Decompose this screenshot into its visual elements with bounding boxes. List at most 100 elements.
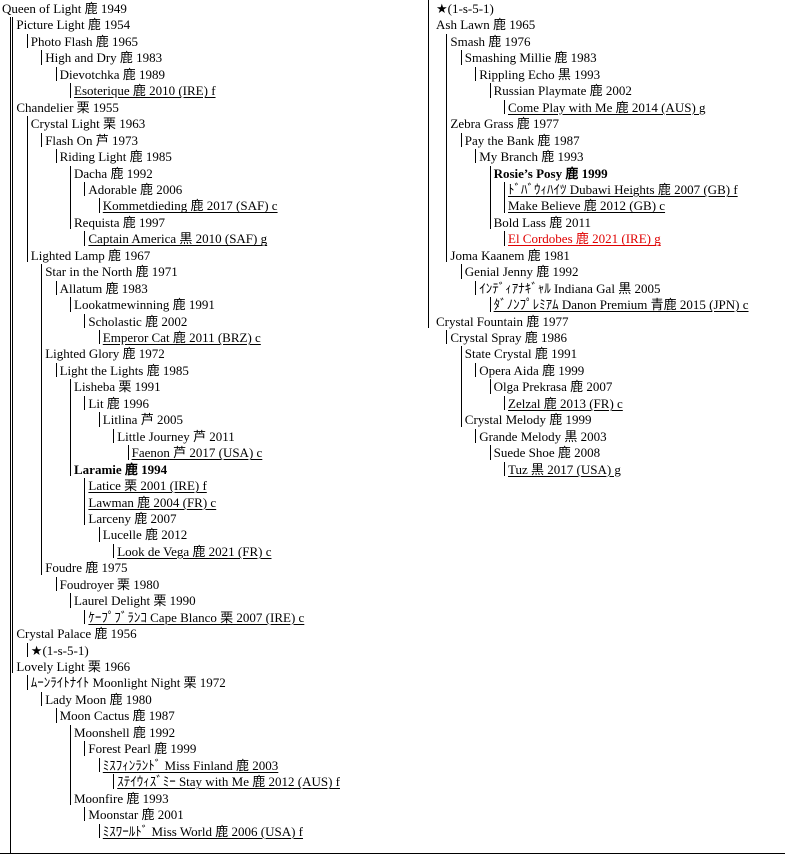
tree-branch-line	[70, 165, 71, 230]
tree-branch-line	[98, 412, 100, 427]
pedigree-entry: Genial Jenny 鹿 1992	[464, 264, 579, 280]
pedigree-entry: Larceny 鹿 2007	[88, 510, 177, 526]
tree-branch-line	[70, 724, 71, 806]
tree-branch-line	[98, 198, 100, 213]
tree-branch-line	[84, 609, 86, 625]
tree-branch-line	[98, 527, 100, 542]
pedigree-entry: Crystal Fountain 鹿 1977	[436, 313, 569, 329]
tree-branch-line	[41, 50, 43, 65]
tree-branch-line	[504, 461, 505, 477]
tree-branch-line	[41, 691, 43, 707]
pedigree-entry: El Cordobes 鹿 2021 (IRE) g	[508, 231, 661, 247]
pedigree-entry: Queen of Light 鹿 1949	[2, 1, 127, 16]
pedigree-entry: Olga Prekrasa 鹿 2007	[493, 379, 613, 395]
tree-branch-line	[70, 83, 71, 98]
pedigree-entry: Scholastic 鹿 2002	[88, 313, 188, 329]
pedigree-entry: Dievotchka 鹿 1989	[59, 66, 166, 82]
pedigree-entry: High and Dry 鹿 1983	[45, 50, 163, 66]
tree-branch-line	[446, 330, 448, 345]
pedigree-entry: Ash Lawn 鹿 1965	[436, 17, 536, 33]
tree-branch-line	[113, 774, 115, 789]
left-column-root-line	[10, 17, 11, 853]
tree-branch-line	[475, 66, 477, 82]
tree-branch-line	[113, 428, 115, 444]
tree-branch-line	[460, 132, 462, 148]
pedigree-entry: Lovely Light 栗 1966	[16, 659, 131, 674]
pedigree-entry: Smash 鹿 1976	[450, 33, 531, 49]
tree-branch-line	[70, 379, 71, 477]
pedigree-entry: ★(1-s-5-1)	[436, 1, 494, 16]
tree-branch-line	[55, 280, 57, 296]
pedigree-entry: Requista 鹿 1997	[74, 214, 165, 230]
tree-branch-line	[84, 181, 86, 197]
tree-branch-line	[84, 478, 86, 526]
pedigree-entry: Laramie 鹿 1994	[74, 461, 168, 477]
pedigree-entry: Adorable 鹿 2006	[88, 181, 183, 197]
pedigree-entry: Latice 栗 2001 (IRE) f	[88, 478, 207, 494]
pedigree-entry: ★(1-s-5-1)	[30, 642, 89, 658]
pedigree-entry: Suede Shoe 鹿 2008	[493, 445, 601, 461]
pedigree-entry: Come Play with Me 鹿 2014 (AUS) g	[508, 99, 706, 115]
pedigree-entry: ﾄﾞﾊﾞｳｨﾊｲﾂ Dubawi Heights 鹿 2007 (GB) f	[508, 181, 738, 197]
pedigree-entry: Smashing Millie 鹿 1983	[464, 50, 597, 66]
pedigree-entry: Joma Kaanem 鹿 1981	[450, 247, 570, 263]
pedigree-entry: Tuz 黒 2017 (USA) g	[508, 461, 621, 477]
pedigree-entry: Moonshell 鹿 1992	[74, 724, 176, 740]
pedigree-entry: Faenon 芦 2017 (USA) c	[131, 445, 263, 461]
tree-branch-line	[460, 264, 462, 279]
pedigree-entry: Rosie’s Posy 鹿 1999	[493, 165, 608, 181]
tree-branch-line	[55, 576, 57, 592]
pedigree-entry: Captain America 黒 2010 (SAF) g	[88, 231, 268, 247]
pedigree-entry: ｹｰﾌﾟﾌﾞﾗﾝｺ Cape Blanco 栗 2007 (IRE) c	[88, 609, 305, 625]
pedigree-entry: Photo Flash 鹿 1965	[30, 33, 139, 49]
pedigree-entry: Lisheba 栗 1991	[74, 379, 161, 395]
tree-branch-line	[489, 83, 491, 98]
pedigree-entry: Lookatmewinning 鹿 1991	[74, 297, 215, 313]
tree-branch-line	[504, 395, 505, 411]
pedigree-entry: Foudroyer 栗 1980	[59, 576, 160, 592]
tree-branch-line	[98, 823, 100, 838]
tree-branch-line	[84, 231, 86, 246]
pedigree-entry: Zelzal 鹿 2013 (FR) c	[508, 395, 623, 411]
tree-branch-line	[113, 543, 115, 559]
pedigree-entry: Lucelle 鹿 2012	[102, 527, 188, 543]
pedigree-entry: Lawman 鹿 2004 (FR) c	[88, 494, 217, 510]
pedigree-entry: Esoterique 鹿 2010 (IRE) f	[74, 83, 216, 99]
pedigree-entry: Crystal Palace 鹿 1956	[16, 626, 137, 642]
tree-branch-line	[489, 165, 491, 230]
tree-branch-line	[55, 149, 57, 164]
pedigree-entry: Allatum 鹿 1983	[59, 280, 148, 296]
pedigree-entry: Rippling Echo 黒 1993	[479, 66, 601, 82]
tree-branch-line	[98, 757, 100, 773]
pedigree-entry: My Branch 鹿 1993	[479, 149, 584, 165]
tree-branch-line	[504, 99, 505, 115]
tree-branch-line	[460, 50, 462, 65]
pedigree-entry: ﾑｰﾝﾗｲﾄﾅｲﾄ Moonlight Night 栗 1972	[30, 675, 226, 691]
pedigree-entry: Chandelier 栗 1955	[16, 99, 119, 115]
bottom-border-line	[0, 853, 785, 854]
pedigree-entry: Flash On 芦 1973	[45, 132, 138, 148]
column-divider-line	[428, 0, 429, 328]
tree-branch-line	[460, 346, 462, 427]
tree-branch-line	[84, 807, 86, 822]
tree-branch-line	[98, 330, 100, 345]
tree-branch-line	[55, 708, 57, 723]
tree-branch-line	[504, 181, 505, 213]
tree-branch-line	[12, 17, 14, 674]
tree-branch-line	[26, 116, 28, 263]
pedigree-entry: Crystal Light 栗 1963	[30, 116, 146, 132]
pedigree-entry: Little Journey 芦 2011	[117, 428, 235, 444]
pedigree-entry: Lit 鹿 1996	[88, 395, 150, 411]
tree-branch-line	[475, 428, 477, 444]
tree-branch-line	[475, 149, 477, 164]
tree-branch-line	[55, 66, 57, 82]
pedigree-entry: Foudre 鹿 1975	[45, 560, 128, 576]
pedigree-entry: Crystal Spray 鹿 1986	[450, 330, 568, 345]
tree-branch-line	[70, 593, 71, 608]
tree-branch-line	[504, 231, 505, 246]
pedigree-entry: Riding Light 鹿 1985	[59, 149, 172, 165]
tree-branch-line	[489, 297, 491, 312]
tree-branch-line	[84, 395, 86, 411]
pedigree-entry: Crystal Melody 鹿 1999	[464, 412, 592, 428]
